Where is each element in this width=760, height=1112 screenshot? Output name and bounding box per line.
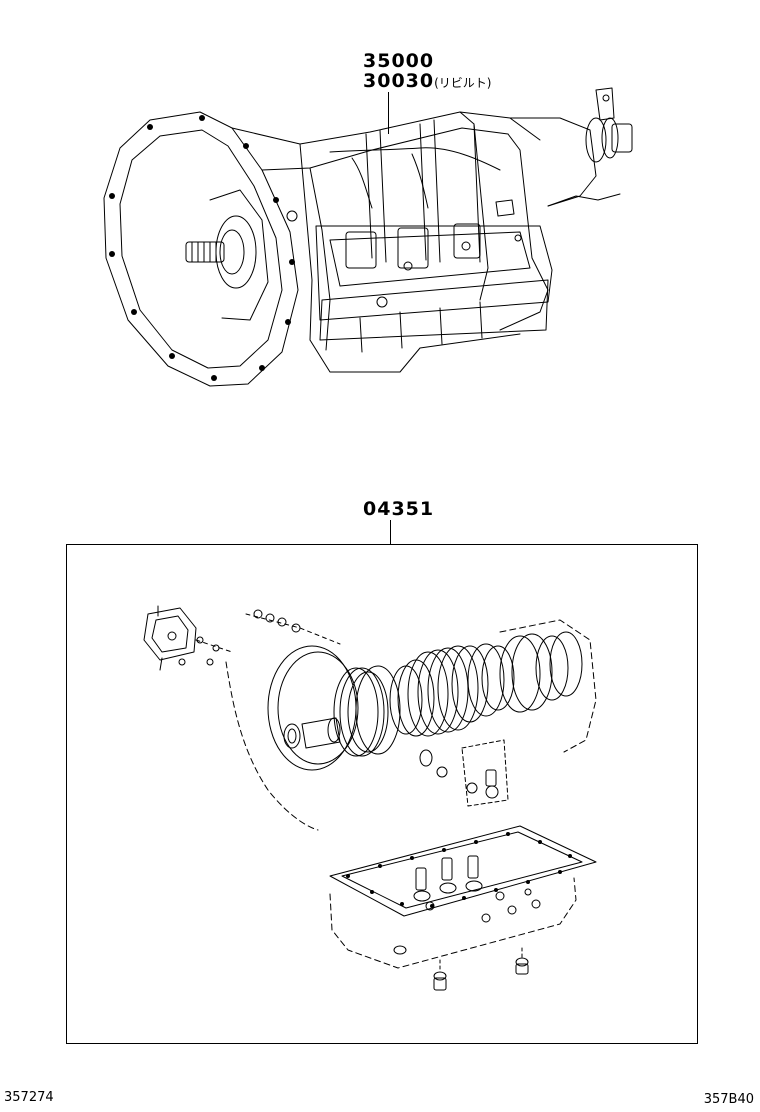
overhaul-kit-drawing	[143, 605, 597, 991]
leader-line-transmission	[388, 92, 389, 134]
leader-line-kit	[390, 520, 391, 544]
footer-code-left: 357274	[4, 1090, 54, 1105]
transmission-assembly-drawing	[103, 87, 633, 387]
rebuilt-note: (リビルト)	[434, 76, 492, 90]
part-number-30030: 30030(リビルト)	[363, 72, 491, 91]
part-number-35000: 35000	[363, 50, 435, 72]
overhaul-kit-frame	[66, 544, 698, 1044]
part-number-30030-code: 30030	[363, 70, 435, 92]
footer-code-right: 357B40	[703, 1092, 754, 1107]
part-number-04351: 04351	[363, 498, 435, 520]
